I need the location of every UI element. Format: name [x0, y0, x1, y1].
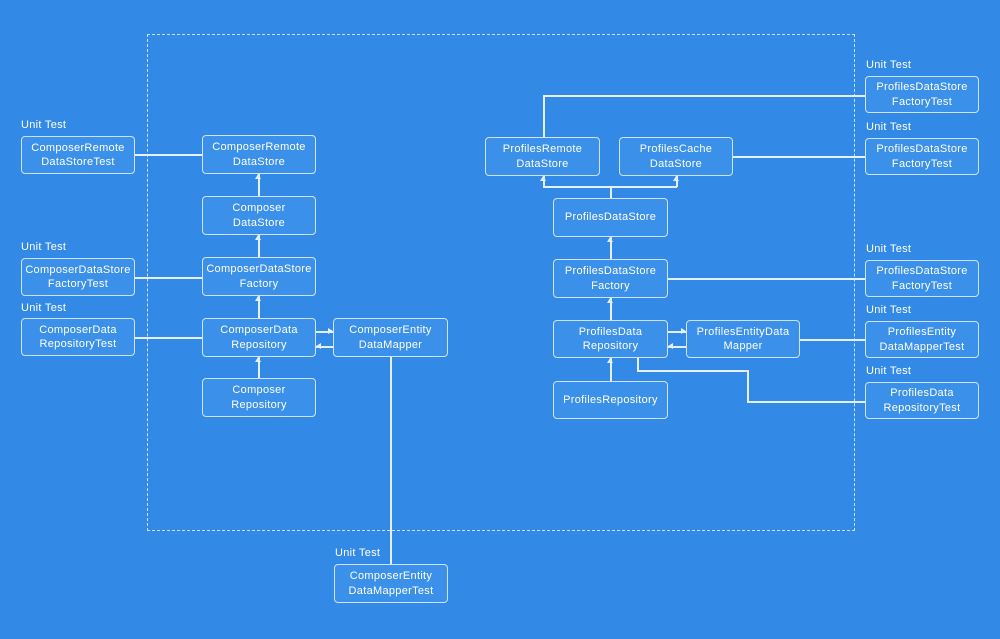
node-composer-data-repository-test: ComposerData RepositoryTest [21, 318, 135, 356]
node-label: ProfilesData Repository [578, 325, 643, 353]
connector-line [258, 174, 260, 196]
node-composer-entity-data-mapper: ComposerEntity DataMapper [333, 318, 448, 357]
node-label: ProfilesCache DataStore [639, 143, 713, 170]
node-label: ComposerRemote DataStoreTest [31, 141, 125, 169]
node-label: ComposerRemote DataStore [212, 141, 306, 168]
connector-line [258, 235, 260, 257]
connector-line [610, 237, 612, 259]
connector-line [543, 176, 545, 187]
node-profiles-repository: ProfilesRepository [553, 381, 668, 419]
dashed-boundary [147, 34, 855, 531]
connector-line [668, 278, 865, 280]
node-label: ProfilesData RepositoryTest [883, 387, 961, 414]
unit-test-label: Unit Test [866, 121, 912, 133]
node-profiles-data-store-factory-test-3: ProfilesDataStore FactoryTest [865, 260, 979, 297]
node-composer-data-store: Composer DataStore [202, 196, 316, 235]
connector-line [258, 296, 260, 318]
connector-line [135, 277, 202, 279]
node-composer-data-repository: ComposerData Repository [202, 318, 316, 357]
node-label: ComposerEntity DataMapper [349, 324, 432, 351]
arrow-up-icon [540, 176, 547, 181]
node-label: ComposerData RepositoryTest [39, 323, 117, 351]
node-profiles-entity-data-mapper: ProfilesEntityData Mapper [686, 320, 800, 358]
connector-line [668, 346, 686, 348]
node-composer-data-store-factory: ComposerDataStore Factory [202, 257, 316, 296]
node-label: ComposerData Repository [220, 324, 298, 351]
node-label: ProfilesDataStore FactoryTest [876, 143, 968, 170]
unit-test-label: Unit Test [866, 304, 912, 316]
unit-test-label: Unit Test [866, 59, 912, 71]
connector-line [610, 186, 612, 198]
arrow-up-icon [255, 174, 262, 179]
connector-line [135, 154, 202, 156]
node-profiles-data-store-factory-test-1: ProfilesDataStore FactoryTest [865, 76, 979, 113]
connector-line [747, 370, 749, 402]
connector-line [258, 357, 260, 378]
connector-line [316, 346, 333, 348]
connector-line [637, 370, 747, 372]
node-label: ProfilesEntity DataMapperTest [879, 326, 965, 353]
arrow-left-icon [316, 343, 321, 350]
node-label: ProfilesDataStore FactoryTest [876, 81, 968, 108]
unit-test-label: Unit Test [866, 365, 912, 377]
node-profiles-data-store: ProfilesDataStore [553, 198, 668, 237]
connector-line [610, 298, 612, 320]
arrow-up-icon [255, 296, 262, 301]
node-composer-entity-data-mapper-test: ComposerEntity DataMapperTest [334, 564, 448, 603]
node-profiles-entity-data-mapper-test: ProfilesEntity DataMapperTest [865, 321, 979, 358]
arrow-up-icon [607, 298, 614, 303]
connector-line [135, 337, 202, 339]
node-label: ProfilesDataStore Factory [564, 265, 657, 292]
connector-line [390, 357, 392, 564]
node-composer-data-store-factory-test: ComposerDataStore FactoryTest [21, 258, 135, 296]
connector-line [747, 401, 865, 403]
connector-line [676, 176, 678, 187]
node-label: ProfilesEntityData Mapper [696, 325, 790, 353]
connector-line [733, 156, 865, 158]
connector-line [800, 339, 865, 341]
node-label: ProfilesDataStore [564, 211, 657, 224]
arrow-up-icon [673, 176, 680, 181]
node-label: Composer Repository [231, 384, 287, 411]
unit-test-label: Unit Test [866, 243, 912, 255]
node-profiles-remote-data-store: ProfilesRemote DataStore [485, 137, 600, 176]
node-composer-remote-data-store: ComposerRemote DataStore [202, 135, 316, 174]
arrow-left-icon [668, 343, 673, 350]
node-profiles-data-repository-test: ProfilesData RepositoryTest [865, 382, 979, 419]
node-label: ProfilesRemote DataStore [502, 143, 583, 170]
node-label: ComposerDataStore Factory [206, 263, 312, 290]
node-label: Composer DataStore [232, 202, 286, 229]
arrow-up-icon [255, 235, 262, 240]
node-label: ComposerDataStore FactoryTest [25, 263, 131, 291]
connector-line [610, 358, 612, 381]
arrow-right-icon [680, 328, 686, 335]
node-label: ComposerEntity DataMapperTest [348, 570, 434, 597]
unit-test-label: Unit Test [335, 547, 381, 559]
connector-line [316, 331, 333, 333]
node-profiles-data-store-factory: ProfilesDataStore Factory [553, 259, 668, 298]
node-composer-repository: Composer Repository [202, 378, 316, 417]
connector-line [543, 95, 865, 97]
node-profiles-data-store-factory-test-2: ProfilesDataStore FactoryTest [865, 138, 979, 175]
node-label: ProfilesRepository [563, 393, 658, 406]
arrow-up-icon [607, 237, 614, 242]
node-label: ProfilesDataStore FactoryTest [876, 265, 968, 292]
unit-test-label: Unit Test [21, 241, 67, 253]
unit-test-label: Unit Test [21, 119, 67, 131]
connector-line [668, 331, 686, 333]
node-composer-remote-data-store-test: ComposerRemote DataStoreTest [21, 136, 135, 174]
unit-test-label: Unit Test [21, 302, 67, 314]
connector-line [637, 358, 639, 371]
arrow-up-icon [607, 358, 614, 363]
node-profiles-data-repository: ProfilesData Repository [553, 320, 668, 358]
arrow-up-icon [255, 357, 262, 362]
node-profiles-cache-data-store: ProfilesCache DataStore [619, 137, 733, 176]
arrow-right-icon [327, 328, 333, 335]
connector-line [543, 95, 545, 137]
